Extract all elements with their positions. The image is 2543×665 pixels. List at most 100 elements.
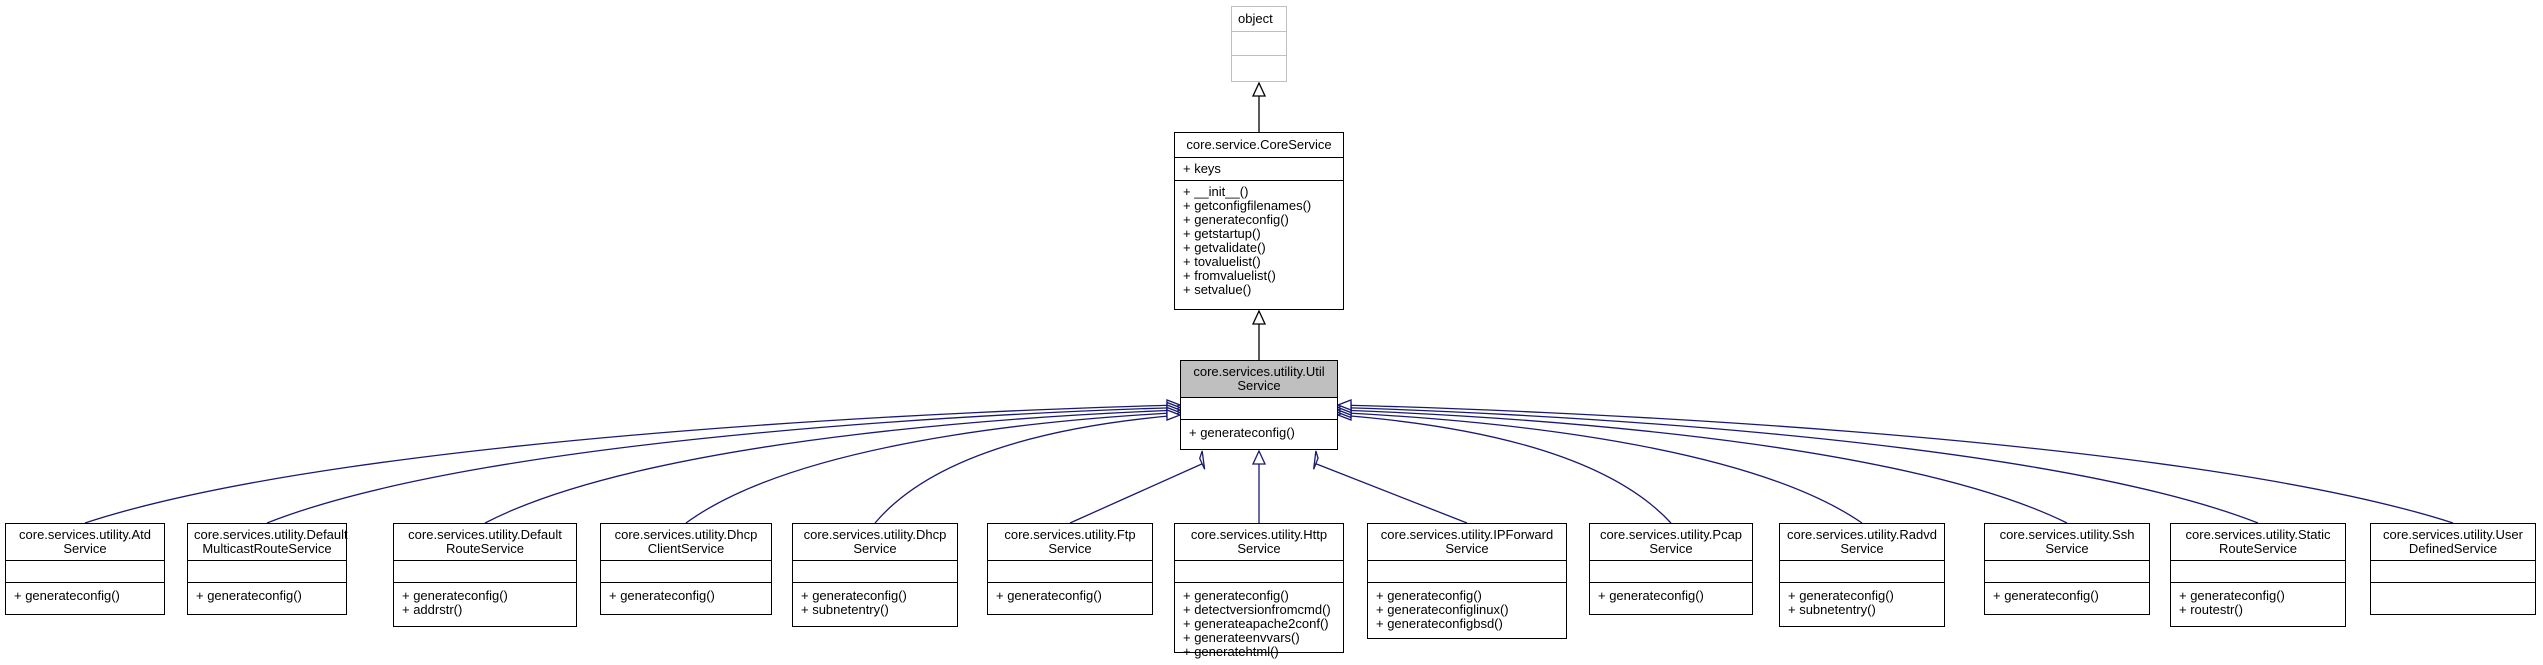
method: + generateconfig() — [1598, 588, 1704, 603]
attributes-section — [2371, 560, 2535, 582]
method: + generateconfig() — [14, 588, 120, 603]
method: + generateconfig() — [1183, 212, 1289, 227]
method: + generateconfig() — [402, 588, 508, 603]
edge-child-7 — [1313, 462, 1468, 524]
methods-section: + generateconfig()+ routestr() — [2171, 582, 2345, 623]
methods-section: + generateconfig() — [988, 582, 1152, 609]
methods-section: + generateconfig()+ detectversionfromcmd… — [1175, 582, 1343, 665]
method: + __init__() — [1183, 184, 1249, 199]
edge-child-8 — [1337, 414, 1672, 524]
method: + tovaluelist() — [1183, 254, 1261, 269]
attributes-section — [1590, 560, 1752, 582]
methods-section: + generateconfig()+ addrstr() — [394, 582, 576, 623]
method: + routestr() — [2179, 602, 2243, 617]
edge-child-2 — [484, 409, 1181, 524]
attributes-section — [6, 560, 164, 582]
inherit-arrow-6 — [1251, 449, 1267, 465]
edge-child-0 — [84, 404, 1181, 524]
class-name: core.services.utility.Util Service — [1181, 361, 1337, 397]
edge-child-11 — [1337, 406, 2259, 524]
method: + generateconfig() — [609, 588, 715, 603]
methods-section — [1232, 55, 1286, 79]
method: + fromvaluelist() — [1183, 268, 1276, 283]
method: + generateconfig() — [1376, 588, 1482, 603]
methods-section: + generateconfig() — [601, 582, 771, 609]
methods-section: + generateconfig() — [188, 582, 346, 609]
edge-child-4 — [874, 414, 1181, 524]
attributes-section — [394, 560, 576, 582]
attributes-section — [1368, 560, 1566, 582]
method: + getconfigfilenames() — [1183, 198, 1312, 213]
inherit-arrow-12 — [1336, 399, 1352, 411]
edge-child-1 — [266, 406, 1181, 524]
attributes-section — [1780, 560, 1944, 582]
method: + generateconfig() — [2179, 588, 2285, 603]
class-name: core.service.CoreService — [1186, 137, 1332, 152]
methods-section: + generateconfig() — [1181, 419, 1337, 446]
attributes-section: + keys — [1175, 157, 1343, 180]
method: + getstartup() — [1183, 226, 1261, 241]
methods-section: + __init__()+ getconfigfilenames()+ gene… — [1175, 180, 1343, 301]
attributes-section — [1181, 397, 1337, 419]
method: + subnetentry() — [1788, 602, 1876, 617]
edge-child-3 — [685, 411, 1181, 524]
method: + generateconfig() — [1993, 588, 2099, 603]
edge-child-10 — [1337, 409, 2068, 524]
methods-section: + generateconfig()+ subnetentry() — [1780, 582, 1944, 623]
methods-section: + generateconfig() — [6, 582, 164, 609]
inherit-arrow-7 — [1313, 450, 1319, 470]
methods-section — [2371, 582, 2535, 595]
attributes-section — [1175, 560, 1343, 582]
class-util-service[interactable]: core.services.utility.Util Service + gen… — [1180, 360, 1338, 450]
methods-section: + generateconfig() — [1985, 582, 2149, 609]
method: + generateconfiglinux() — [1376, 602, 1509, 617]
method: + generateapache2conf() — [1183, 616, 1329, 631]
method: + generateconfig() — [1788, 588, 1894, 603]
edge-child-12 — [1337, 404, 2454, 524]
attributes-section — [601, 560, 771, 582]
attributes-section — [793, 560, 957, 582]
method: + detectversionfromcmd() — [1183, 602, 1331, 617]
method: + generateconfig() — [801, 588, 907, 603]
class-core-service[interactable]: core.service.CoreService + keys + __init… — [1174, 132, 1344, 310]
method: + generateconfig() — [1189, 425, 1295, 440]
methods-section: + generateconfig()+ generateconfiglinux(… — [1368, 582, 1566, 637]
edge-child-9 — [1337, 411, 1863, 524]
inherit-arrow-5 — [1199, 450, 1206, 470]
class-object[interactable]: object — [1231, 6, 1287, 82]
method: + getvalidate() — [1183, 240, 1266, 255]
attributes-section — [2171, 560, 2345, 582]
inherit-arrow-core — [1251, 309, 1267, 325]
method: + generateconfigbsd() — [1376, 616, 1503, 631]
method: + addrstr() — [402, 602, 463, 617]
class-name: object — [1238, 11, 1273, 26]
methods-section: + generateconfig()+ subnetentry() — [793, 582, 957, 623]
attributes-section — [988, 560, 1152, 582]
